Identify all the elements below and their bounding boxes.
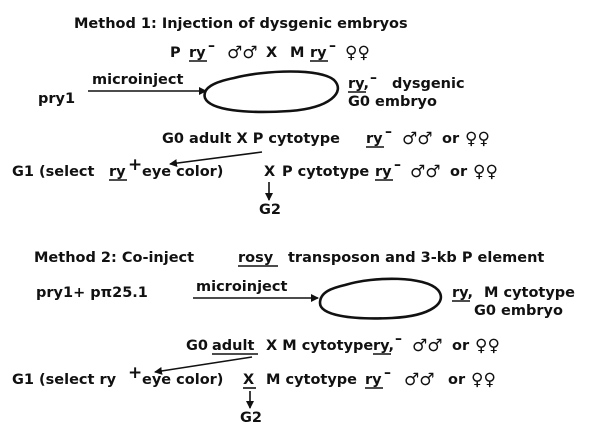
ry-allele: ry, [373, 338, 394, 354]
g2-label: G2 [240, 410, 262, 426]
minus-superscript: – [384, 365, 391, 381]
m-cytotype-label: M cytotype [484, 285, 575, 301]
g1-select-label: G1 (select ry [12, 372, 117, 388]
males-symbol: ♂♂ [410, 162, 440, 182]
females-symbol: ♀♀ [345, 43, 370, 63]
ry-allele: ry [109, 164, 126, 180]
g0-to-g1-arrow [154, 356, 253, 375]
microinject-label: microinject [92, 72, 183, 88]
males-symbol: ♂♂ [402, 129, 432, 149]
m-cytotype-cross-label: X M cytotype [266, 338, 373, 354]
p-strain-label: P [170, 45, 181, 61]
minus-superscript: – [385, 124, 392, 140]
dysgenic-label: dysgenic [392, 76, 465, 92]
m-strain-label: M [290, 45, 304, 61]
males-symbol: ♂♂ [227, 43, 257, 63]
ry-allele: ry [375, 164, 392, 180]
method1-g1-cross: G1 (select ry + eye color) X P cytotype … [12, 155, 498, 182]
g0-embryo-shape [318, 277, 443, 320]
minus-superscript: – [208, 38, 215, 54]
method2-g0-cross: G0 adult X M cytotype ry, – ♂♂ or ♀♀ [186, 331, 500, 356]
adult-label: adult [212, 338, 254, 354]
embryo-genotype: ry, [348, 76, 369, 92]
ry-allele: ry [310, 45, 327, 61]
method2-title-prefix: Method 2: Co-inject [34, 250, 194, 266]
plus-superscript: + [128, 363, 142, 383]
method2-g1-cross: G1 (select ry + eye color) X M cytotype … [12, 363, 496, 390]
minus-superscript: – [329, 38, 336, 54]
method1-g0-cross: G0 adult X P cytotype ry – ♂♂ or ♀♀ [162, 124, 490, 149]
method2-title: Method 2: Co-inject rosy transposon and … [34, 250, 544, 267]
g2-label: G2 [259, 202, 281, 218]
method1-title: Method 1: Injection of dysgenic embryos [74, 16, 408, 32]
minus-superscript: – [395, 331, 402, 347]
plus-superscript: + [128, 155, 142, 175]
microinject-label: microinject [196, 279, 287, 295]
plasmids-label: pry1+ pπ25.1 [36, 285, 148, 301]
method2-title-suffix: transposon and 3-kb P element [288, 250, 544, 266]
g0-embryo-shape [203, 70, 340, 114]
cross-x: X [266, 45, 277, 61]
g1-select-label: G1 (select [12, 164, 95, 180]
ry-allele: ry [365, 372, 382, 388]
males-symbol: ♂♂ [412, 336, 442, 356]
g0-to-g1-arrow [169, 151, 263, 168]
g0-label: G0 [186, 338, 208, 354]
females-symbol: ♀♀ [475, 336, 500, 356]
g0-adult-cross-label: G0 adult X P cytotype [162, 131, 340, 147]
minus-superscript: – [370, 70, 377, 86]
p-cytotype-label: P cytotype [282, 164, 369, 180]
cross-x: X [264, 164, 275, 180]
or-label: or [442, 131, 460, 147]
g0-embryo-label: G0 embryo [348, 94, 437, 110]
cross-x: X [243, 372, 254, 388]
plasmid-pry1-label: pry1 [38, 91, 75, 107]
eye-color-label: eye color) [142, 164, 223, 180]
minus-superscript: – [394, 157, 401, 173]
g0-embryo-label: G0 embryo [474, 303, 563, 319]
or-label: or [452, 338, 470, 354]
or-label: or [450, 164, 468, 180]
males-symbol: ♂♂ [404, 370, 434, 390]
ry-allele: ry [366, 131, 383, 147]
rosy-label: rosy [238, 250, 274, 266]
ry-allele: ry [189, 45, 206, 61]
females-symbol: ♀♀ [471, 370, 496, 390]
females-symbol: ♀♀ [473, 162, 498, 182]
embryo-genotype: ry, [452, 285, 473, 301]
m-cytotype-label: M cytotype [266, 372, 357, 388]
eye-color-label: eye color) [142, 372, 223, 388]
or-label: or [448, 372, 466, 388]
method1-parental-cross: P ry – ♂♂ X M ry – ♀♀ [170, 38, 370, 63]
females-symbol: ♀♀ [465, 129, 490, 149]
